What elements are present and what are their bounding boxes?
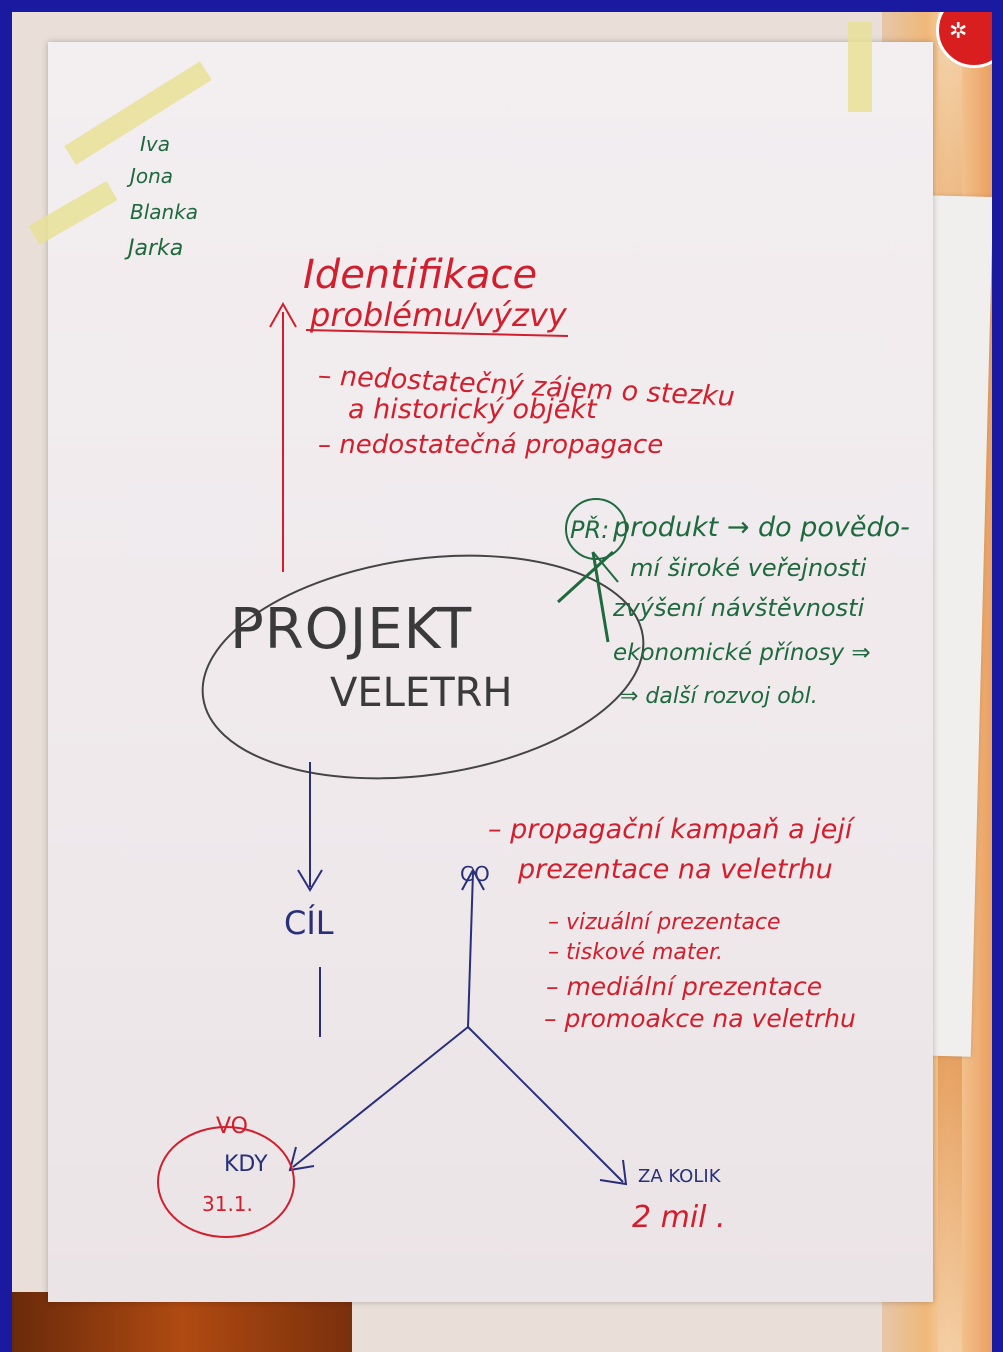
team-name: Jarka — [128, 236, 184, 261]
what-line: prezentace na veletrhu — [518, 854, 833, 885]
benefit-line: ekonomické přínosy ⇒ — [613, 640, 871, 666]
cost-label: ZA KOLIK — [638, 1166, 721, 1187]
what-item: – mediální prezentace — [546, 972, 823, 1001]
problem-line: – nedostatečná propagace — [318, 430, 664, 460]
benefit-line: produkt → do povědo- — [613, 512, 910, 543]
benefits-marker: PŘ: — [570, 516, 610, 544]
tape-top-right — [848, 22, 872, 112]
when-label: KDY — [224, 1152, 268, 1177]
benefit-line: ⇒ další rozvoj obl. — [620, 684, 818, 709]
heading-line1: Identifikace — [303, 252, 538, 298]
cost-value: 2 mil . — [632, 1200, 726, 1235]
team-name: Iva — [140, 132, 170, 156]
floor — [12, 1292, 352, 1352]
center-subtitle: VELETRH — [330, 670, 513, 716]
what-item: – promoakce na veletrhu — [544, 1004, 856, 1033]
center-title: PROJEKT — [230, 597, 473, 662]
logo-badge: ✲ — [936, 12, 992, 68]
logo-icon: ✲ — [949, 19, 968, 44]
when-date: 31.1. — [202, 1192, 253, 1216]
what-line: – propagační kampaň a její — [488, 814, 853, 845]
benefit-line: mí široké veřejnosti — [630, 554, 867, 582]
team-name: Jona — [130, 164, 174, 188]
benefit-line: zvýšení návštěvnosti — [613, 594, 865, 622]
heading-line2: problému/výzvy — [310, 296, 567, 334]
when-who: VO — [216, 1114, 248, 1139]
photo-frame: Iva Jona Blanka Jarka Identifikace probl… — [12, 12, 992, 1352]
team-name: Blanka — [130, 200, 199, 224]
flipchart-paper: Iva Jona Blanka Jarka Identifikace probl… — [28, 22, 933, 1302]
goal-label: CÍL — [284, 904, 334, 942]
what-item: – tiskové mater. — [548, 940, 724, 965]
ink-lines — [157, 301, 645, 1238]
problem-line: a historický objekt — [348, 394, 597, 425]
what-label: CO — [460, 862, 490, 886]
what-item: – vizuální prezentace — [548, 910, 781, 935]
